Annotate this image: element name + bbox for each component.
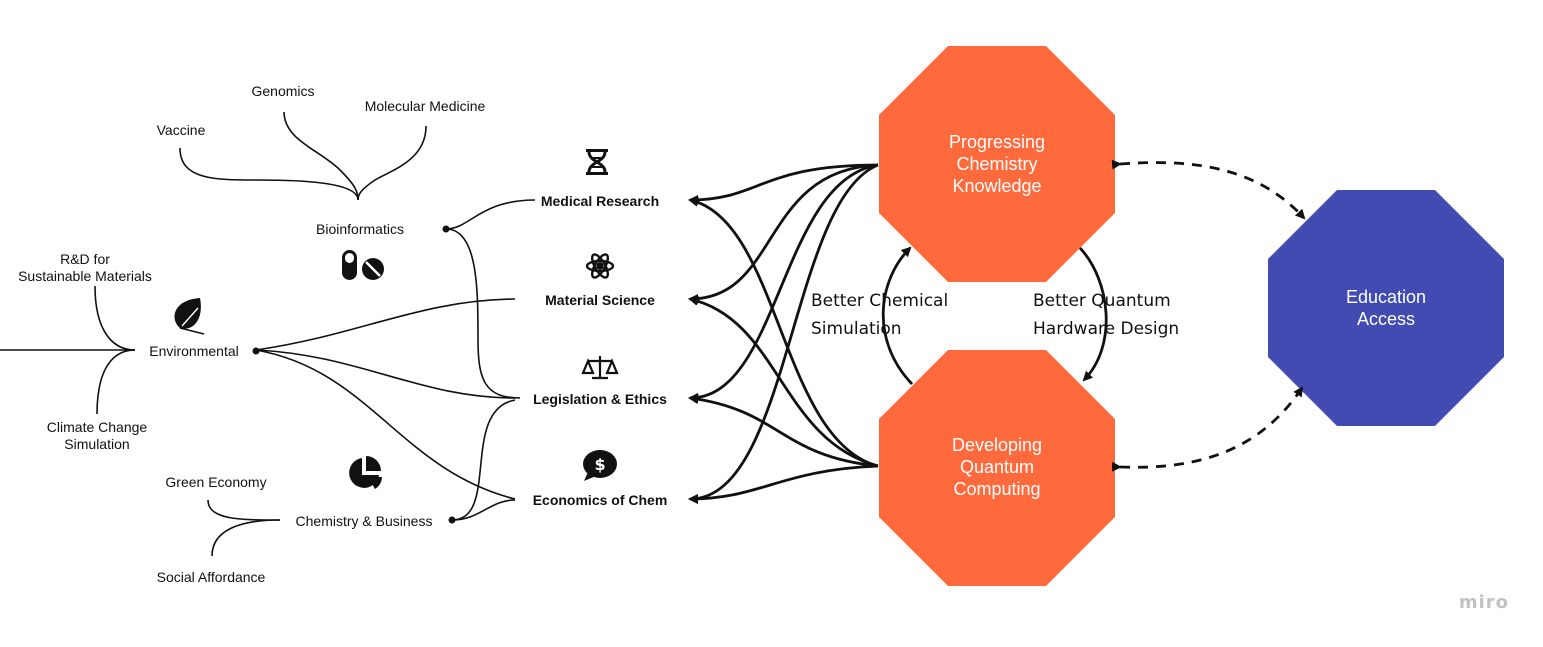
svg-text:$: $ [594,455,605,474]
chemistry-business-label: Chemistry & Business [295,513,433,529]
rd-sustainable-label: R&D for Sustainable Materials [18,251,152,284]
molecular-medicine-label: Molecular Medicine [364,98,486,114]
quantum-octagon[interactable] [879,350,1115,586]
better-chemical-simulation-label: Better Chemical Simulation [811,291,949,339]
environmental-label: Environmental [149,343,239,359]
vaccine-label: Vaccine [156,122,206,138]
area-material-science: Material Science [545,292,655,308]
bioinformatics-label: Bioinformatics [316,221,404,237]
education-links [1111,159,1306,472]
area-medical-research: Medical Research [540,193,660,209]
atom-icon [585,253,615,279]
area-legislation-ethics: Legislation & Ethics [533,391,667,407]
climate-change-label: Climate Change Simulation [46,419,148,452]
area-economics-of-chem: Economics of Chem [532,492,668,508]
pie-chart-icon [349,456,382,489]
miro-watermark: miro [1458,592,1509,613]
chemistry-octagon-label: Progressing Chemistry Knowledge [948,132,1046,196]
cycle-arrows [881,246,1108,385]
green-economy-label: Green Economy [165,474,267,490]
quantum-octagon-label: Developing Quantum Computing [951,435,1043,499]
left-tree-connectors [0,111,536,557]
social-affordance-label: Social Affordance [156,569,266,585]
pills-icon [342,250,384,280]
education-octagon[interactable] [1268,190,1504,426]
octagon-to-area-connectors [688,163,879,504]
genomics-label: Genomics [251,83,315,99]
better-quantum-hardware-label: Better Quantum Hardware Design [1033,291,1180,339]
tree-nodes [252,225,456,524]
chemistry-octagon[interactable] [879,46,1115,282]
money-bubble-icon: $ [583,450,617,481]
scales-icon [581,356,619,380]
education-octagon-label: Education Access [1345,287,1427,329]
dna-icon [586,149,608,175]
leaf-icon [174,298,205,335]
